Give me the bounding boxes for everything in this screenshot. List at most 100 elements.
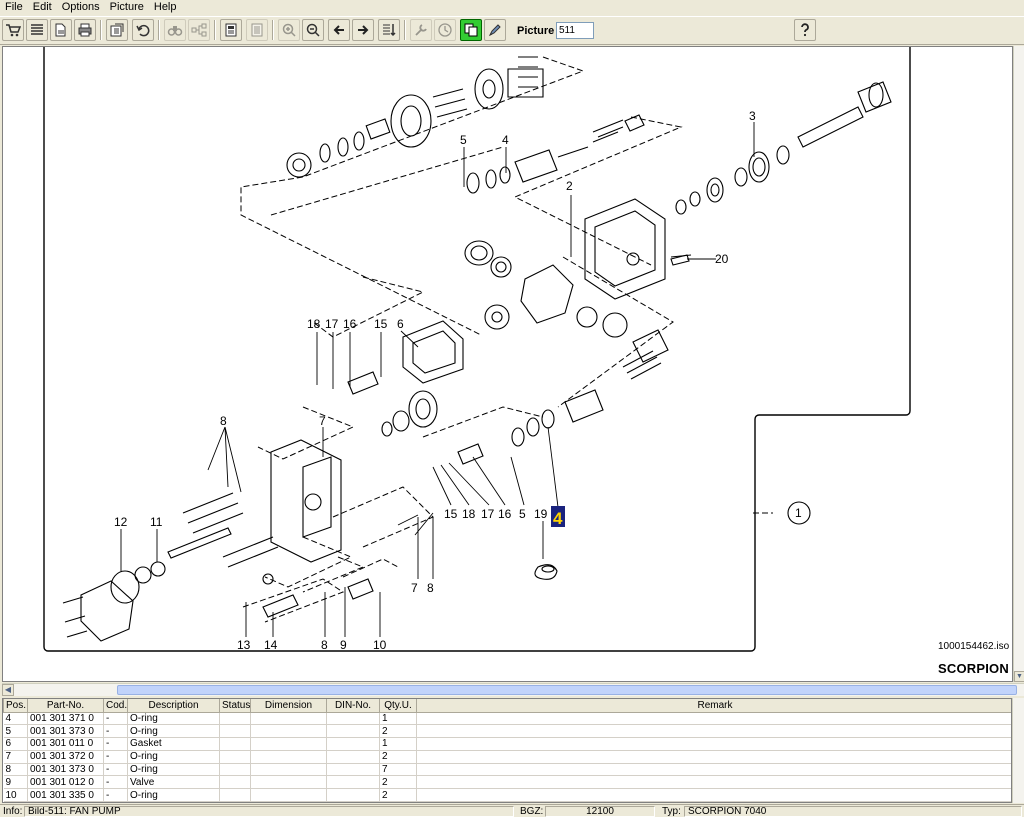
cell-pos: 5 bbox=[3, 724, 28, 739]
typ-label: Typ: bbox=[662, 806, 681, 817]
cell-dimension bbox=[250, 788, 327, 802]
menu-picture[interactable]: Picture bbox=[109, 1, 144, 13]
copy-button[interactable] bbox=[460, 19, 482, 41]
callout-15[interactable]: 15 bbox=[374, 317, 388, 331]
col-cod[interactable]: Cod. bbox=[103, 699, 128, 713]
callout-13[interactable]: 13 bbox=[237, 638, 251, 652]
picture-label: Picture bbox=[517, 25, 555, 37]
undo-icon bbox=[136, 24, 150, 37]
find-button[interactable] bbox=[164, 19, 186, 41]
callout-8-left[interactable]: 8 bbox=[220, 414, 227, 428]
previous-button[interactable] bbox=[328, 19, 350, 41]
document-icon bbox=[225, 23, 237, 37]
callout-14[interactable]: 14 bbox=[264, 638, 278, 652]
list-button[interactable] bbox=[26, 19, 48, 41]
open-button[interactable] bbox=[50, 19, 72, 41]
cell-description: O-ring bbox=[127, 750, 220, 764]
callout-16-low[interactable]: 16 bbox=[498, 507, 512, 521]
callout-15-low[interactable]: 15 bbox=[444, 507, 458, 521]
cart-button[interactable] bbox=[2, 19, 24, 41]
cell-description: Gasket bbox=[127, 737, 220, 751]
col-part-no[interactable]: Part-No. bbox=[27, 699, 104, 713]
clock-button[interactable] bbox=[434, 19, 456, 41]
menu-edit[interactable]: Edit bbox=[32, 1, 52, 13]
col-description[interactable]: Description bbox=[127, 699, 220, 713]
col-remark[interactable]: Remark bbox=[416, 699, 1011, 713]
callout-3[interactable]: 3 bbox=[749, 109, 756, 123]
cell-part-no: 001 301 373 0 bbox=[27, 763, 104, 777]
document-button[interactable] bbox=[220, 19, 242, 41]
callout-4-top[interactable]: 4 bbox=[502, 133, 509, 147]
callout-8-low[interactable]: 8 bbox=[427, 581, 434, 595]
cell-qty: 1 bbox=[379, 712, 417, 726]
machine-name: SCORPION bbox=[938, 661, 1009, 676]
cell-part-no: 001 301 371 0 bbox=[27, 712, 104, 726]
scroll-thumb[interactable] bbox=[117, 685, 1017, 695]
callout-17-low[interactable]: 17 bbox=[481, 507, 495, 521]
zoom-out-button[interactable] bbox=[302, 19, 324, 41]
wrench-icon bbox=[415, 24, 427, 36]
scroll-left-arrow[interactable]: ◀ bbox=[2, 684, 14, 696]
wrench-button[interactable] bbox=[410, 19, 432, 41]
callout-19[interactable]: 19 bbox=[534, 507, 548, 521]
callout-8-bottom[interactable]: 8 bbox=[321, 638, 328, 652]
callout-2[interactable]: 2 bbox=[566, 179, 573, 193]
pen-button[interactable] bbox=[484, 19, 506, 41]
callout-20[interactable]: 20 bbox=[715, 252, 729, 266]
sort-button[interactable] bbox=[378, 19, 400, 41]
tree-button[interactable] bbox=[188, 19, 210, 41]
callout-17[interactable]: 17 bbox=[325, 317, 339, 331]
toolbar: Picture bbox=[0, 16, 1024, 45]
callout-6[interactable]: 6 bbox=[397, 317, 404, 331]
callout-11[interactable]: 11 bbox=[150, 515, 163, 529]
document-list-button[interactable] bbox=[246, 19, 268, 41]
binoculars-icon bbox=[167, 26, 183, 36]
callout-18-low[interactable]: 18 bbox=[462, 507, 476, 521]
callout-16[interactable]: 16 bbox=[343, 317, 357, 331]
drawing-area[interactable]: 5 4 2 3 20 18 17 16 15 6 7 8 12 11 15 18… bbox=[2, 46, 1013, 682]
exploded-view-diagram: 5 4 2 3 20 18 17 16 15 6 7 8 12 11 15 18… bbox=[43, 47, 911, 652]
callout-1-circle[interactable]: 1 bbox=[787, 501, 811, 525]
callout-5[interactable]: 5 bbox=[460, 133, 467, 147]
callout-18[interactable]: 18 bbox=[307, 317, 321, 331]
cell-cod: - bbox=[103, 750, 128, 764]
highlighted-callout-4[interactable]: 4 bbox=[551, 506, 565, 528]
table-vertical-scrollbar[interactable] bbox=[1012, 698, 1024, 803]
drawing-vertical-scrollbar[interactable]: ▼ bbox=[1013, 46, 1024, 682]
callout-5-low[interactable]: 5 bbox=[519, 507, 526, 521]
cell-dimension bbox=[250, 763, 327, 777]
scroll-down-arrow[interactable]: ▼ bbox=[1014, 671, 1024, 682]
undo-button[interactable] bbox=[132, 19, 154, 41]
drawing-horizontal-scrollbar[interactable]: ◀ bbox=[2, 683, 1024, 696]
col-status[interactable]: Status bbox=[219, 699, 251, 713]
cell-din-no bbox=[326, 724, 380, 739]
help-button[interactable] bbox=[794, 19, 816, 41]
col-dimension[interactable]: Dimension bbox=[250, 699, 327, 713]
next-button[interactable] bbox=[352, 19, 374, 41]
cell-remark bbox=[416, 750, 1011, 764]
menu-file[interactable]: File bbox=[5, 1, 23, 13]
col-din-no[interactable]: DIN-No. bbox=[326, 699, 380, 713]
menu-help[interactable]: Help bbox=[153, 1, 177, 13]
callout-10[interactable]: 10 bbox=[373, 638, 387, 652]
col-pos[interactable]: Pos. bbox=[3, 699, 28, 713]
export-button[interactable] bbox=[106, 19, 128, 41]
print-button[interactable] bbox=[74, 19, 96, 41]
zoom-in-button[interactable] bbox=[278, 19, 300, 41]
col-qty[interactable]: Qty.U. bbox=[379, 699, 417, 713]
menu-options[interactable]: Options bbox=[61, 1, 100, 13]
sort-icon bbox=[383, 24, 396, 37]
callout-12[interactable]: 12 bbox=[114, 515, 128, 529]
callout-9[interactable]: 9 bbox=[340, 638, 347, 652]
picture-number-input[interactable] bbox=[556, 22, 594, 39]
callout-7-low[interactable]: 7 bbox=[411, 581, 418, 595]
callout-7-top[interactable]: 7 bbox=[319, 414, 326, 428]
cell-din-no bbox=[326, 737, 380, 751]
